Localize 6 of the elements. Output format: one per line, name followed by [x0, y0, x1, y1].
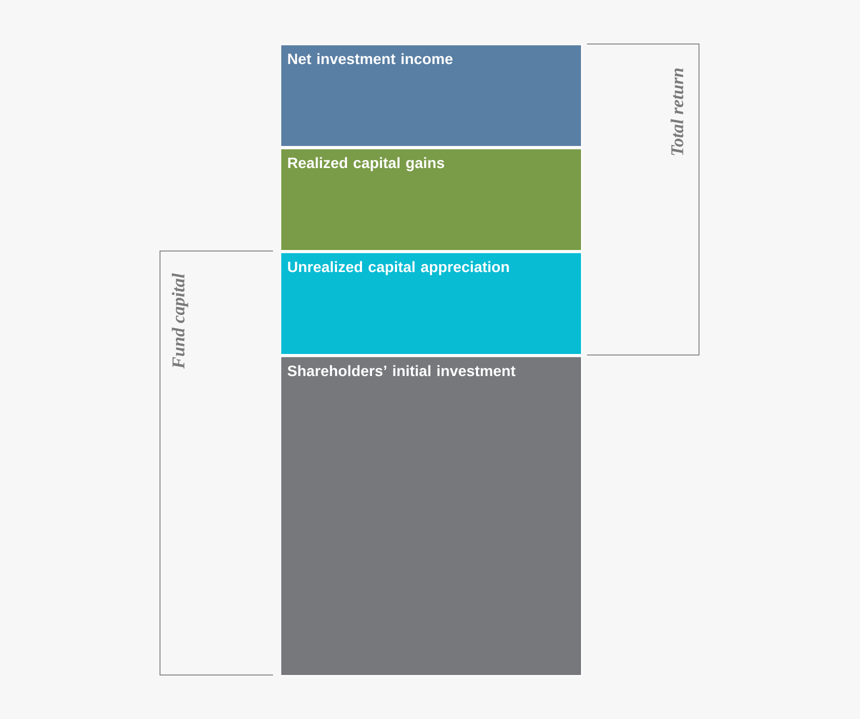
stack-box: Shareholders’ initial investment: [280, 356, 582, 676]
stack-box: Net investment income: [280, 44, 582, 148]
bracket-label: Fund capital: [172, 273, 188, 369]
stack-box: Unrealized capital appreciation: [280, 252, 582, 356]
stack-box: Realized capital gains: [280, 148, 582, 252]
bracket-label: Total return: [670, 68, 684, 156]
